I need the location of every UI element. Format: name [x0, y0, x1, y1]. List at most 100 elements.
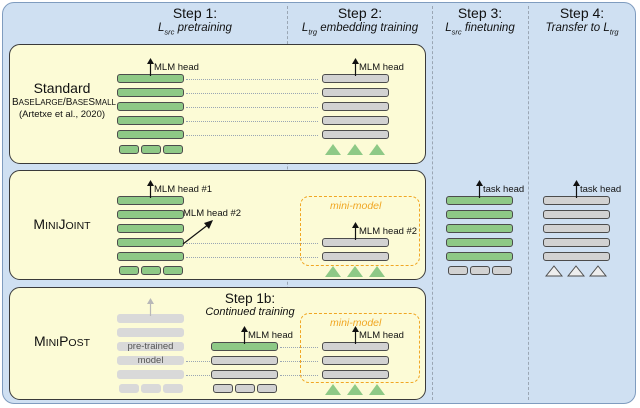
mini-model-box-minijoint [300, 196, 420, 266]
embedding-connector [186, 257, 318, 258]
mini-model-label: mini-model [330, 317, 382, 329]
embedding-connector [280, 375, 318, 376]
layer-bar [322, 102, 389, 111]
embedding-connector [186, 243, 318, 244]
pretrained-layer-bar [117, 328, 184, 337]
token-box [492, 266, 512, 275]
embedding-triangle [369, 384, 385, 395]
pretrained-layer-bar [117, 342, 184, 351]
row-name-minijoint: MINIJOINT [33, 216, 91, 232]
embedding-triangle [369, 144, 385, 155]
column-header-step2: Step 2: Ltrg embedding training [292, 5, 428, 37]
token-box [141, 145, 161, 154]
layer-bar [322, 88, 389, 97]
layer-bar [446, 238, 513, 247]
column-header-step3: Step 3: Lsrc finetuning [434, 5, 526, 37]
token-box [257, 384, 277, 393]
embedding-triangle [589, 265, 607, 277]
step2-title: Step 2: [337, 5, 383, 21]
mini-model-box-minipost [300, 313, 420, 383]
divider-step2-step3 [432, 6, 433, 400]
token-box [235, 384, 255, 393]
step1b-title: Step 1b: [224, 291, 276, 306]
mlm-head-label: MLM head [248, 330, 293, 341]
layer-bar [543, 210, 610, 219]
row-label-minijoint: MINIJOINT [12, 216, 112, 233]
layer-bar [117, 130, 184, 139]
layer-bar [543, 224, 610, 233]
mlm-head-arrow [352, 326, 359, 344]
token-box [213, 384, 233, 393]
pretrained-token-box [119, 384, 139, 393]
embedding-triangle [325, 144, 341, 155]
mlm-head-2-arrow-step2 [352, 222, 359, 240]
row-name-standard: Standard [33, 80, 91, 96]
row-citation-standard: (Artetxe et al., 2020) [18, 109, 106, 121]
task-head-arrow [476, 180, 483, 198]
step4-title: Step 4: [559, 5, 605, 21]
step4-subtitle: Transfer to Ltrg [545, 22, 619, 37]
embedding-triangle [325, 266, 341, 277]
row-label-minipost: MINIPOST [12, 333, 112, 350]
embedding-triangle [347, 266, 363, 277]
layer-bar [117, 238, 184, 247]
mlm-head-1-arrow [147, 180, 154, 198]
token-box [470, 266, 490, 275]
embedding-triangle [347, 144, 363, 155]
task-head-arrow [573, 180, 580, 198]
embedding-connector [186, 93, 318, 94]
layer-bar [211, 370, 278, 379]
step1b-subtitle: Continued training [205, 306, 295, 319]
token-box [163, 266, 183, 275]
layer-bar [543, 252, 610, 261]
token-box [448, 266, 468, 275]
layer-bar [117, 224, 184, 233]
pretrained-label-line1: pre-trained [127, 341, 174, 352]
layer-bar [322, 370, 389, 379]
task-head-label: task head [580, 184, 622, 195]
embedding-triangle [347, 384, 363, 395]
pretrained-layer-bar [117, 370, 184, 379]
layer-bar [117, 88, 184, 97]
layer-bar [117, 116, 184, 125]
column-header-step4: Step 4: Transfer to Ltrg [530, 5, 634, 37]
layer-bar [322, 130, 389, 139]
layer-bar [211, 356, 278, 365]
layer-bar [322, 116, 389, 125]
layer-bar [322, 252, 389, 261]
pretrained-arrow [147, 298, 154, 316]
mlm-head-arrow [352, 58, 359, 76]
mlm-head-label: MLM head [359, 330, 404, 341]
task-head-label: task head [483, 184, 525, 195]
pretrained-token-box [163, 384, 183, 393]
mini-model-label: mini-model [330, 200, 382, 212]
embedding-connector [186, 121, 318, 122]
layer-bar [117, 252, 184, 261]
embedding-connector [280, 347, 318, 348]
step1b-header: Step 1b: Continued training [190, 291, 310, 318]
mlm-head-arrow [241, 326, 248, 344]
token-box [163, 145, 183, 154]
row-variants-standard: BASELARGE/BASESMALL [12, 97, 116, 109]
embedding-connector [186, 107, 318, 108]
divider-step3-step4 [528, 6, 529, 400]
step2-subtitle: Ltrg embedding training [301, 22, 419, 37]
step1-subtitle: Lsrc pretraining [158, 22, 232, 37]
step3-subtitle: Lsrc finetuning [445, 22, 515, 37]
layer-bar [543, 238, 610, 247]
pretrained-label-line2: model [137, 355, 164, 366]
embedding-connector [186, 79, 318, 80]
row-label-standard: Standard BASELARGE/BASESMALL (Artetxe et… [12, 80, 116, 121]
pretrained-connector [186, 361, 210, 362]
mlm-head-label: MLM head [154, 62, 199, 73]
layer-bar [446, 252, 513, 261]
token-box [141, 266, 161, 275]
layer-bar [446, 224, 513, 233]
mlm-head-label: MLM head [359, 62, 404, 73]
row-name-minipost: MINIPOST [33, 333, 91, 349]
embedding-triangle [545, 265, 563, 277]
token-box [119, 145, 139, 154]
embedding-triangle [325, 384, 341, 395]
step3-title: Step 3: [457, 5, 503, 21]
